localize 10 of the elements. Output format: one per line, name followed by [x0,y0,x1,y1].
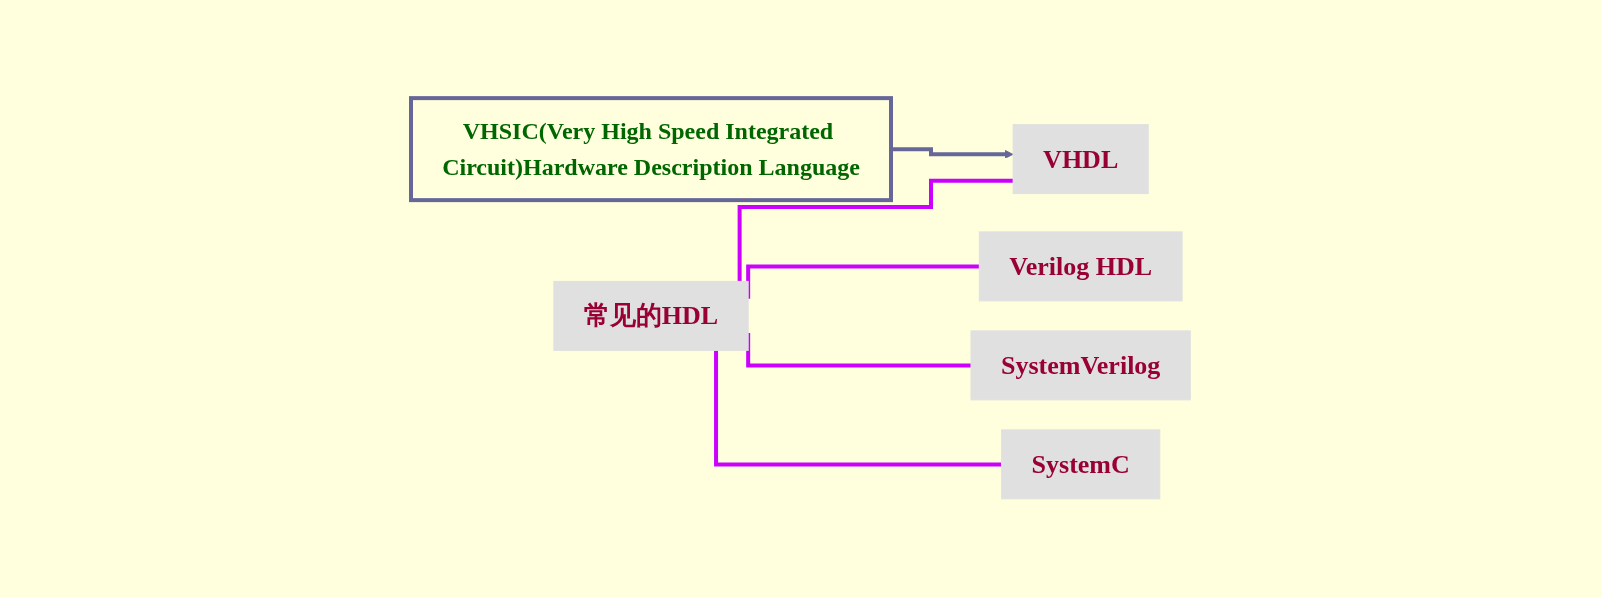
connector [746,264,980,299]
node-box: SystemC [1000,429,1161,500]
connector [746,333,971,368]
connector [713,350,1002,467]
node-box: 常见的HDL [553,280,749,351]
connector [737,178,1013,282]
node-box: VHDL [1012,124,1149,195]
node-box: SystemVerilog [970,330,1191,401]
node-box: Verilog HDL [978,231,1183,302]
node-box: VHSIC(Very High Speed Integrated Circuit)Hardware Description Language [408,96,893,203]
